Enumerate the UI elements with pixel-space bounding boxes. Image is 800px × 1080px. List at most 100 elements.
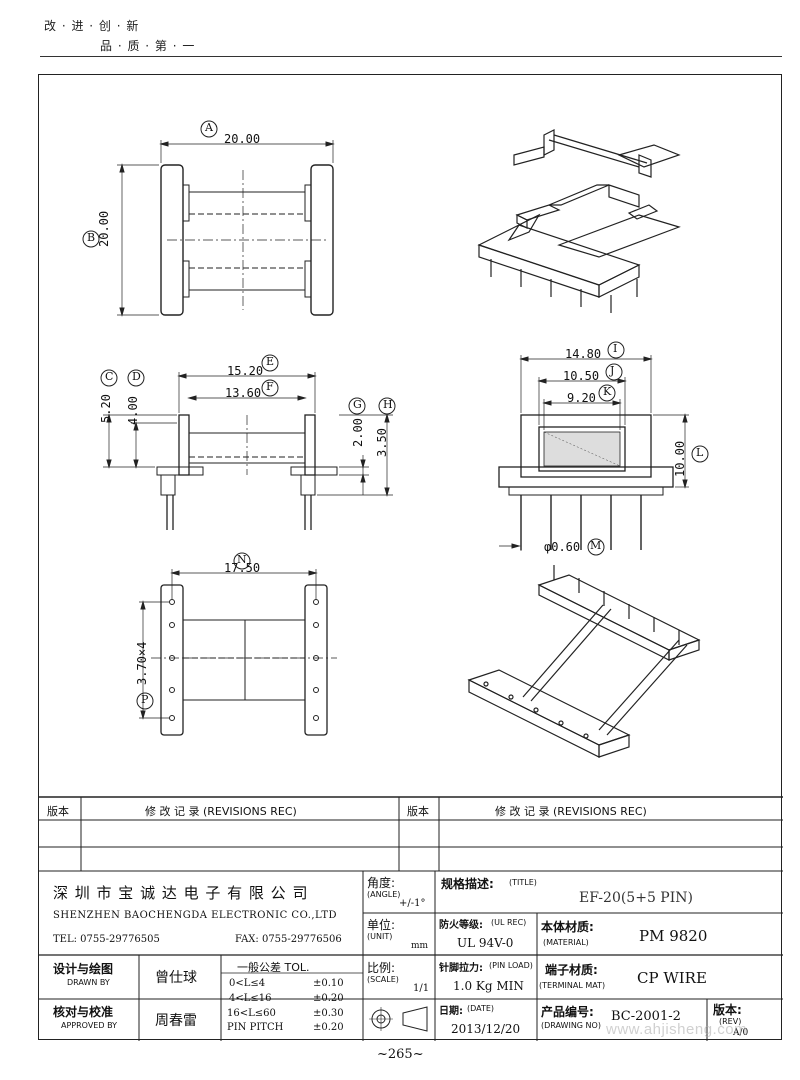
dim-value-k: 9.20 (567, 391, 596, 405)
title-block-grid (39, 871, 783, 1041)
slogan-line-1: 改 · 进 · 创 · 新 (44, 19, 140, 33)
projection-symbol (369, 1006, 428, 1032)
revision-col-version-left: 版本 (47, 805, 69, 818)
flame-rating-label: 防火等级: (439, 920, 483, 931)
unit-label-en: (UNIT) (367, 932, 393, 941)
tolerance-value-4: ±0.20 (313, 1022, 344, 1033)
dim-value-e: 15.20 (227, 364, 264, 378)
title-value: EF-20(5+5 PIN) (579, 890, 693, 906)
drawing-sheet: A B C D E F G H I J K L M N P 20.00 20.0… (38, 74, 783, 1041)
dim-letter-n: N (237, 553, 247, 566)
dim-letter-h: H (383, 398, 393, 411)
date-label: 日期: (439, 1006, 463, 1017)
dim-letter-k: K (603, 385, 612, 398)
pin-load-label: 针脚拉力: (439, 963, 483, 974)
drawing-no-label-en: (DRAWING NO) (541, 1021, 601, 1030)
approved-by-value: 周春雷 (155, 1013, 197, 1029)
company-tel: TEL: 0755-29776505 (53, 934, 160, 945)
material-label-en: (MATERIAL) (543, 938, 589, 947)
technical-drawing (39, 120, 783, 1041)
isometric-view-bottom (467, 565, 701, 758)
drawing-no-value: BC-2001-2 (611, 1009, 681, 1024)
material-label: 本体材质: (541, 920, 594, 934)
unit-value: mm (411, 941, 429, 951)
company-fax: FAX: 0755-29776506 (235, 934, 342, 945)
tolerance-range-4: PIN PITCH (227, 1022, 284, 1033)
dim-letter-j: J (610, 364, 615, 377)
material-value: PM 9820 (639, 927, 708, 945)
dim-value-c: 5.20 (99, 394, 113, 423)
drawn-by-label: 设计与绘图 (53, 962, 114, 976)
dim-label-a-circle (200, 120, 218, 138)
rev-label: 版本: (713, 1003, 742, 1017)
scale-value: 1/1 (413, 983, 430, 994)
page-number: ~265~ (377, 1047, 424, 1062)
dim-value-j: 10.50 (563, 369, 600, 383)
dim-value-n: 17.50 (224, 561, 261, 575)
terminal-material-label-en: (TERMINAL MAT) (539, 981, 606, 990)
rev-label-en: (REV) (719, 1017, 742, 1026)
drawn-by-label-en: DRAWN BY (67, 978, 110, 987)
dim-value-h: 3.50 (375, 428, 389, 457)
pin-load-label-en: (PIN LOAD) (489, 961, 533, 970)
tolerance-range-2: 4<L≤16 (229, 993, 272, 1004)
drawn-by-value: 曾仕球 (155, 970, 197, 986)
revision-col-record-left: 修 改 记 录 (REVISIONS REC) (145, 805, 297, 818)
dim-letter-m: M (590, 539, 602, 552)
dim-value-d: 4.00 (126, 396, 140, 425)
tolerance-title: 一般公差 TOL. (237, 961, 310, 974)
approved-by-label: 核对与校准 (53, 1005, 114, 1019)
tolerance-range-1: 0<L≤4 (229, 978, 266, 989)
dim-letter-b: B (87, 231, 96, 244)
rev-value: A/0 (733, 1028, 749, 1038)
dim-value-i: 14.80 (565, 347, 602, 361)
company-name-cn: 深 圳 市 宝 诚 达 电 子 有 限 公 司 (53, 884, 309, 902)
side-view (100, 354, 396, 530)
unit-label: 单位: (367, 918, 396, 932)
dim-letter-a: A (205, 121, 213, 134)
title-label: 规格描述: (441, 877, 494, 891)
dim-letter-c: C (105, 370, 114, 383)
dim-letter-e: E (266, 355, 275, 368)
dim-value-b: 20.00 (97, 210, 111, 247)
flame-rating-value: UL 94V-0 (457, 936, 514, 950)
slogan-line-2: 品 · 质 · 第 · 一 (100, 39, 196, 53)
dim-letter-p: P (141, 693, 149, 706)
flame-rating-label-en: (UL REC) (491, 918, 527, 927)
header-rule (40, 56, 782, 57)
dim-letter-d: D (132, 370, 141, 383)
watermark-text: www.ahjisheng.com (606, 1021, 748, 1038)
dim-value-f: 13.60 (225, 386, 262, 400)
tolerance-value-3: ±0.30 (313, 1008, 344, 1019)
angle-value: +/-1° (399, 898, 426, 909)
revision-col-record-right: 修 改 记 录 (REVISIONS REC) (495, 805, 647, 818)
tolerance-value-1: ±0.10 (313, 978, 344, 989)
dim-value-l: 10.00 (673, 440, 687, 477)
dim-value-p: 3.70×4 (135, 641, 149, 685)
dim-letter-l: L (696, 446, 704, 459)
pin-load-value: 1.0 Kg MIN (453, 979, 524, 993)
scale-label-en: (SCALE) (367, 975, 399, 984)
dim-label-b-circle (82, 230, 100, 248)
angle-label: 角度: (367, 876, 396, 890)
angle-label-en: (ANGLE) (367, 890, 401, 899)
dim-value-g: 2.00 (351, 418, 365, 447)
date-value: 2013/12/20 (451, 1022, 521, 1036)
drawing-no-label: 产品编号: (541, 1005, 594, 1019)
dim-letter-i: I (613, 342, 618, 355)
dim-value-a: 20.00 (224, 132, 261, 146)
company-name-en: SHENZHEN BAOCHENGDA ELECTRONIC CO.,LTD (53, 910, 338, 921)
dim-letter-g: G (353, 398, 362, 411)
revision-table (39, 796, 783, 872)
tolerance-range-3: 16<L≤60 (227, 1008, 276, 1019)
revision-col-version-right: 版本 (407, 805, 429, 818)
top-view (82, 120, 335, 317)
bottom-view (136, 552, 337, 736)
dim-value-m: φ0.60 (544, 540, 581, 554)
tolerance-value-2: ±0.20 (313, 993, 344, 1004)
terminal-material-value: CP WIRE (637, 969, 707, 987)
dim-letter-f: F (266, 380, 274, 393)
isometric-view-top (477, 129, 681, 313)
approved-by-label-en: APPROVED BY (61, 1021, 118, 1030)
front-view (498, 341, 709, 556)
